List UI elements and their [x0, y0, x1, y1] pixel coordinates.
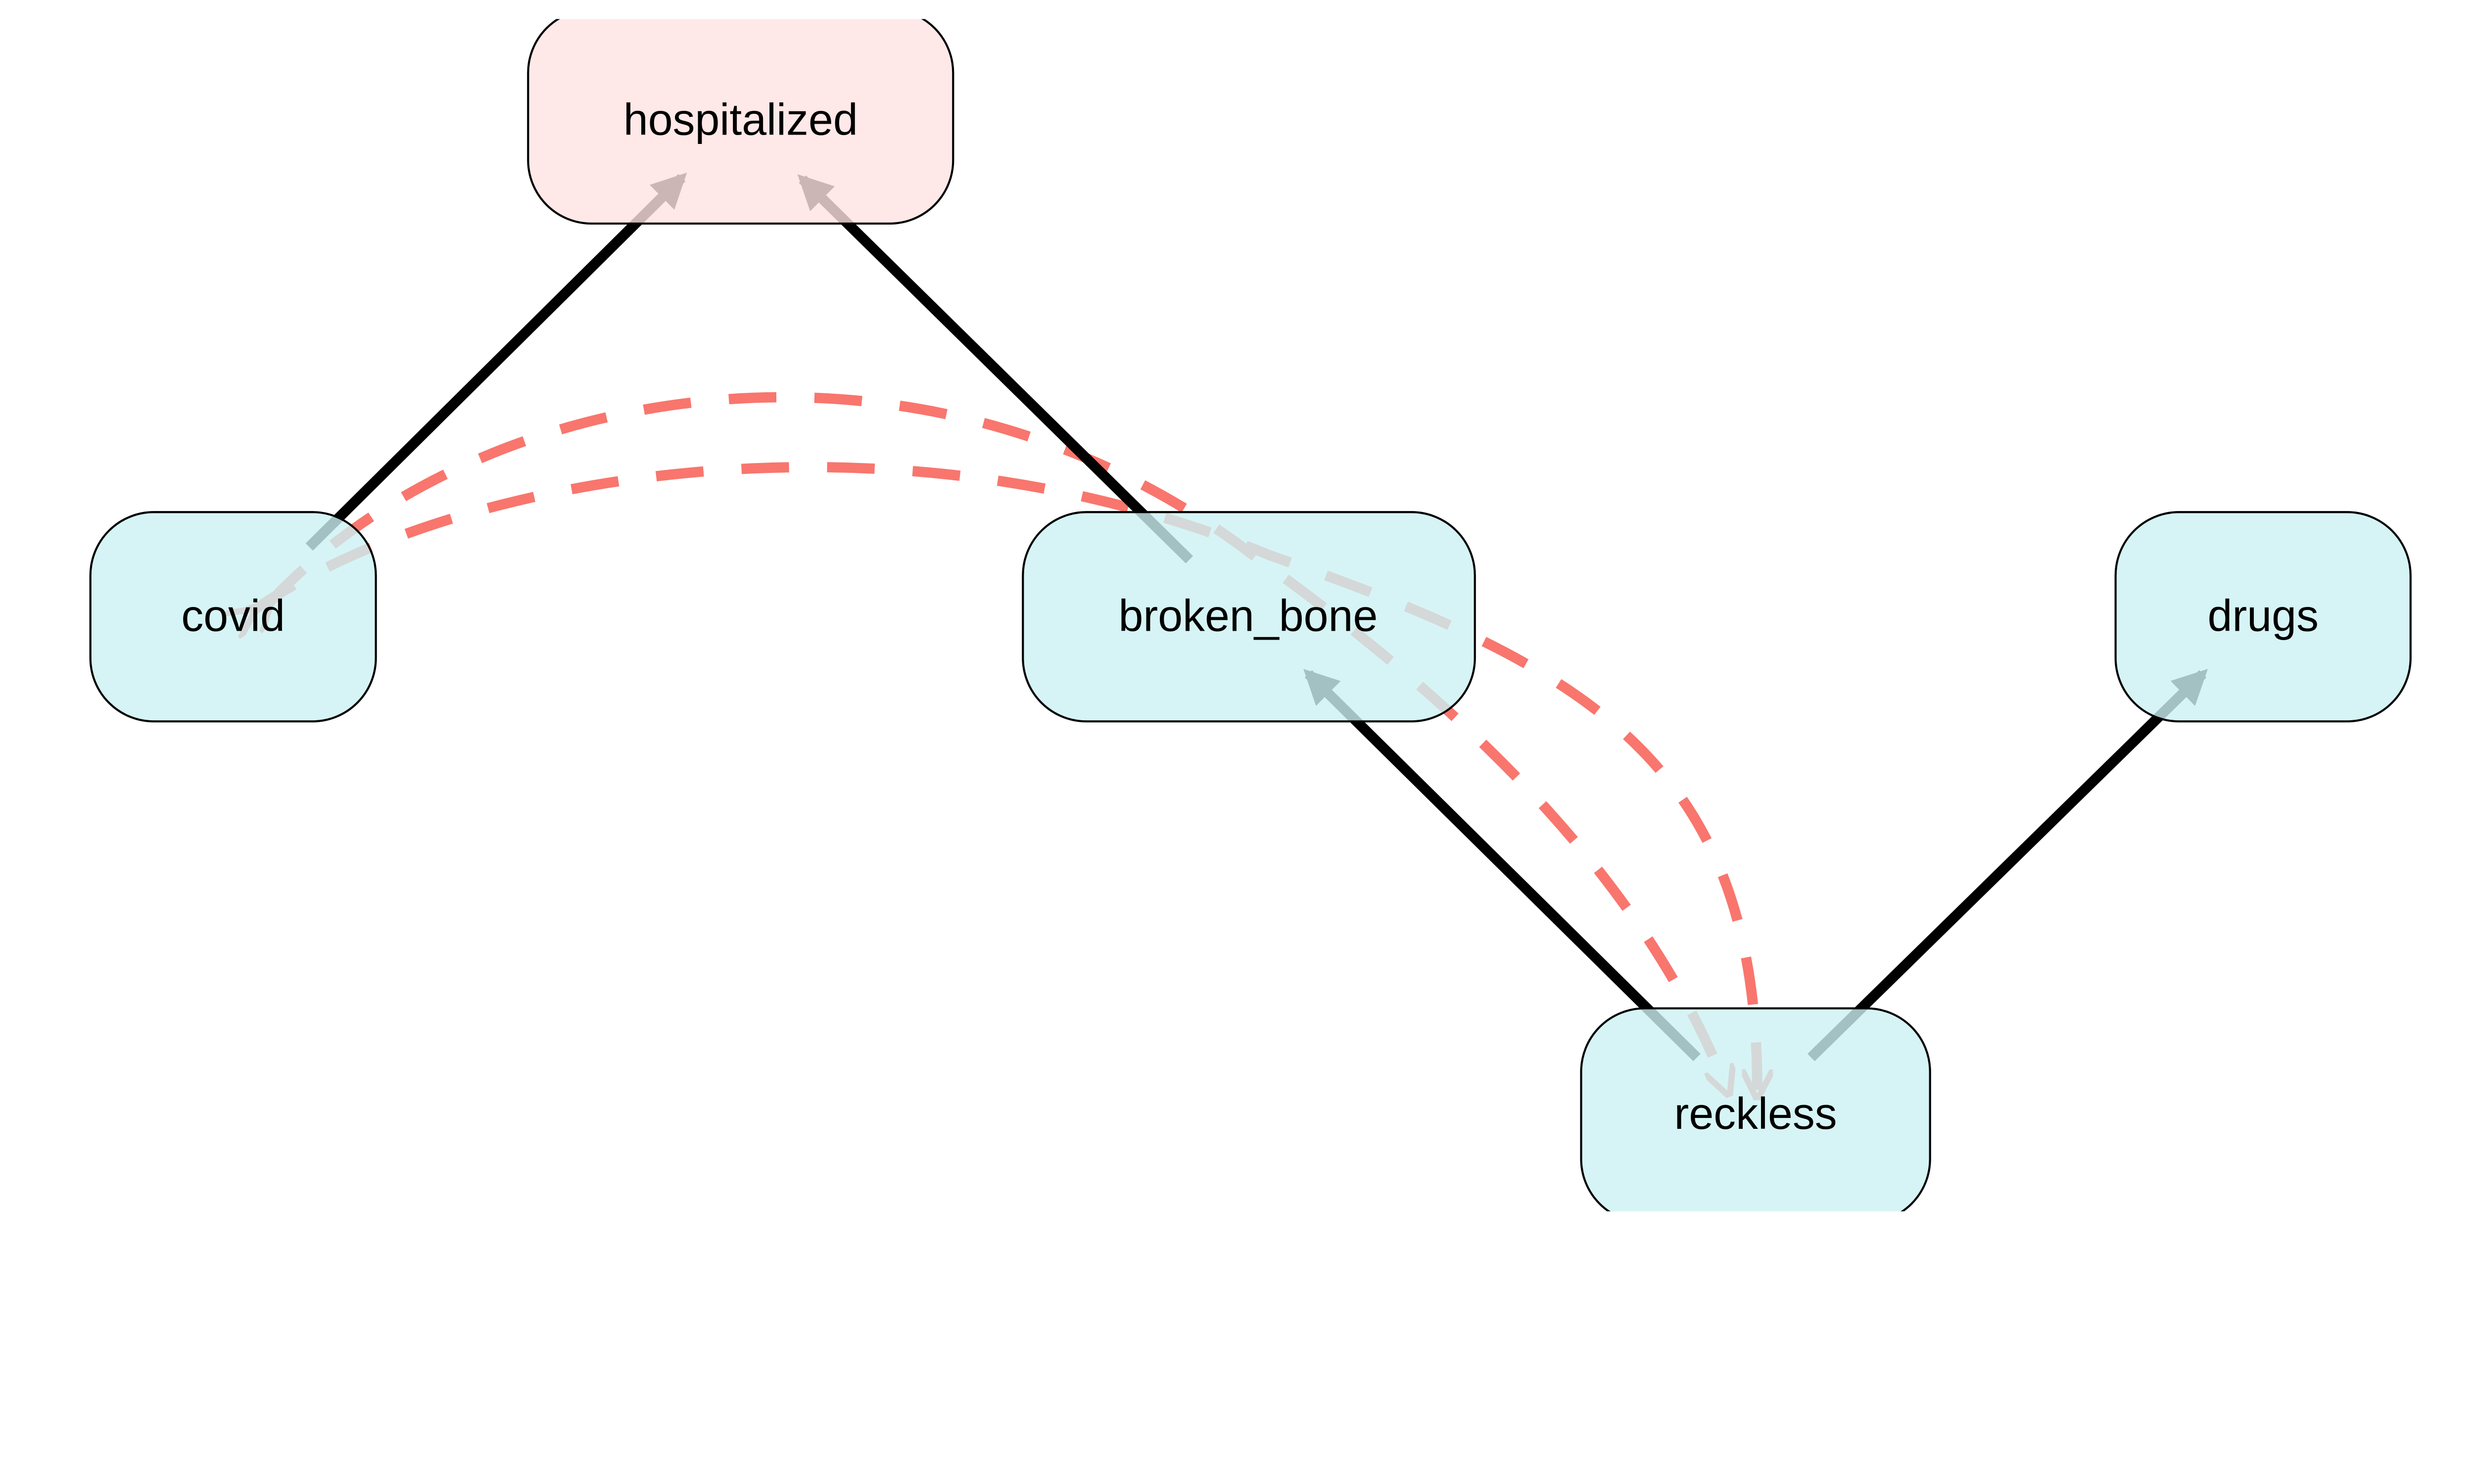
node-label-broken-bone: broken_bone — [1118, 592, 1378, 641]
node-hospitalized: hospitalized — [527, 19, 954, 225]
node-label-reckless: reckless — [1674, 1089, 1837, 1139]
node-covid: covid — [89, 511, 377, 723]
edge-covid-hospitalized — [305, 172, 687, 551]
node-reckless: reckless — [1580, 1007, 1931, 1211]
bidirected-edge-covid-reckless-1 — [270, 392, 1729, 1094]
node-label-drugs: drugs — [2207, 592, 2318, 641]
node-drugs: drugs — [2114, 511, 2412, 723]
edge-reckless-drugs — [1807, 669, 2208, 1062]
diagram-canvas: hospitalized covid broken_bone drugs rec… — [89, 19, 2412, 1211]
edge-reckless-broken-bone — [1303, 669, 1701, 1062]
node-label-hospitalized: hospitalized — [623, 95, 858, 144]
edge-broken-bone-hospitalized — [797, 174, 1193, 563]
node-label-covid: covid — [181, 592, 285, 641]
dag-diagram: hospitalized covid broken_bone drugs rec… — [89, 19, 2412, 1211]
node-broken-bone: broken_bone — [1022, 511, 1476, 723]
bidirected-edge-covid-reckless-2 — [254, 462, 1758, 1097]
